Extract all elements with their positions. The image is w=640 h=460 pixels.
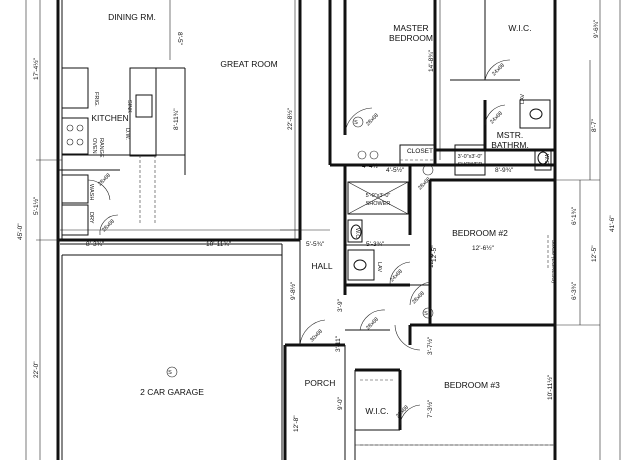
lav-label-master: LAV [520,94,526,104]
shower2-label: SHOWER [458,162,483,168]
dim-bath2-h: 12'-5" [428,251,435,268]
dim-bed2-h: 12'-5" [431,245,438,262]
dim-porch-v: 9'-0" [337,396,344,410]
dim-bath-h: 8'-7" [591,118,598,132]
dim-garage-w: 10'-11¾" [206,241,232,248]
room-label-master-2: BEDROOM [389,33,433,43]
sink-label: SINK [126,100,132,113]
dim-shower-h: 5'-3¾" [366,241,385,248]
room-label-dining: DINING RM. [108,12,156,22]
door-label-9: 28x68 [365,317,380,332]
room-label-bedroom2: BEDROOM #2 [452,228,508,238]
kitchen-area [61,67,186,225]
dim-bed3-h: 10'-11½" [546,374,554,400]
dim-bed2-bot: 6'-3¾" [571,281,578,300]
dim-right-total: 41'-6" [609,215,616,232]
range-label: RANGE [98,138,104,158]
wash-label: WASH [88,184,94,200]
room-label-closet: CLOSET [407,148,433,155]
smoke-label-2: S [424,311,428,317]
dim-small-v: 3'-11" [335,335,342,352]
dim-closet-w: 4'-4½" [362,162,381,170]
dim-great-h: 22'-8½" [286,107,294,130]
dim-wic3-v: 3'-7½" [426,336,434,355]
dim-bed2-w: 12'-6½" [472,244,495,252]
smoke-label-1: S [354,120,358,126]
room-label-garage: 2 CAR GARAGE [140,387,204,397]
smoke-label-3: S [168,370,172,376]
room-label-mstr-bath-2: BATHRM. [491,140,529,150]
dimension-lines [25,0,621,460]
dim-left-mid: 5'-1½" [32,196,40,215]
room-label-porch: PORCH [305,378,336,388]
lav-label-hall: LAV [376,262,382,272]
dw-label: D.W. [124,128,130,140]
garage-area [61,244,283,460]
dim-hall-v: 3'-9" [337,298,344,312]
bedroom3-walls [354,324,555,460]
room-label-great-room: GREAT ROOM [220,59,277,69]
dim-porch-h: 12'-8" [293,415,300,432]
room-label-bedroom3: BEDROOM #3 [444,380,500,390]
bedroom2-walls [409,178,555,327]
door-label-3: 28x68 [101,219,116,234]
laundry-area [58,169,120,236]
dim-left-total: 45'-0" [17,223,24,240]
room-label-hall: HALL [311,261,333,271]
room-label-wic-top: W.I.C. [508,23,531,33]
exterior-walls [56,0,557,460]
door-label-1: 28x68 [365,113,380,128]
dim-hall-h: 9'-8½" [289,281,297,300]
door-label-4: 24x68 [489,111,504,126]
dim-closet-w2: 4'-5½" [386,166,405,174]
shower1-label: SHOWER [366,201,391,207]
dim-laundry-w: 8'-3¾" [86,241,105,248]
hall-bath [330,163,555,295]
room-label-kitchen: KITCHEN [91,113,128,123]
shower2-size: 3'-0"x3'-0" [458,154,483,160]
dim-wic-h: 9'-6¾" [593,19,600,38]
dim-left-lower: 22'-0" [33,361,40,378]
door-label-2: 28x68 [97,173,112,188]
dim-dining-h: 8'-5" [176,32,183,46]
dim-kitchen-h: 8'-11¾" [173,108,180,130]
oven-label: OVEN [91,138,97,154]
fridge-label: FRIG. [93,92,99,107]
dim-right-side: 12'-5" [591,245,598,262]
room-label-master-1: MASTER [393,23,428,33]
smoke-detectors [166,116,434,378]
dim-left-upper: 17'-4½" [32,57,40,80]
door-label-10: 30x68 [309,329,324,344]
dim-bed3-v: 7'-3½" [426,399,434,418]
wc-label-hall: W.C. [354,228,360,240]
dry-label: DRY [88,212,94,224]
egress-label: 30x50 (EGRESS) [550,240,556,283]
room-label-wic-bottom: W.I.C. [365,406,388,416]
dim-bed2-top: 6'-1¾" [571,206,578,225]
dim-bath-w: 8'-9¾" [495,167,514,174]
hall-porch [283,240,390,460]
door-label-11: 28x68 [395,405,410,420]
dim-hall-w: 5'-5¾" [306,241,325,248]
wc-label-master: W.C. [543,154,549,166]
room-label-mstr-bath-1: MSTR. [497,130,523,140]
master-suite [343,0,555,176]
shower1-size: 5'-0"x3'-0" [366,193,391,199]
door-label-5: 24x68 [491,63,506,78]
door-label-8: 24x68 [389,269,404,284]
dim-master-h: 14'-8¾" [428,49,435,72]
